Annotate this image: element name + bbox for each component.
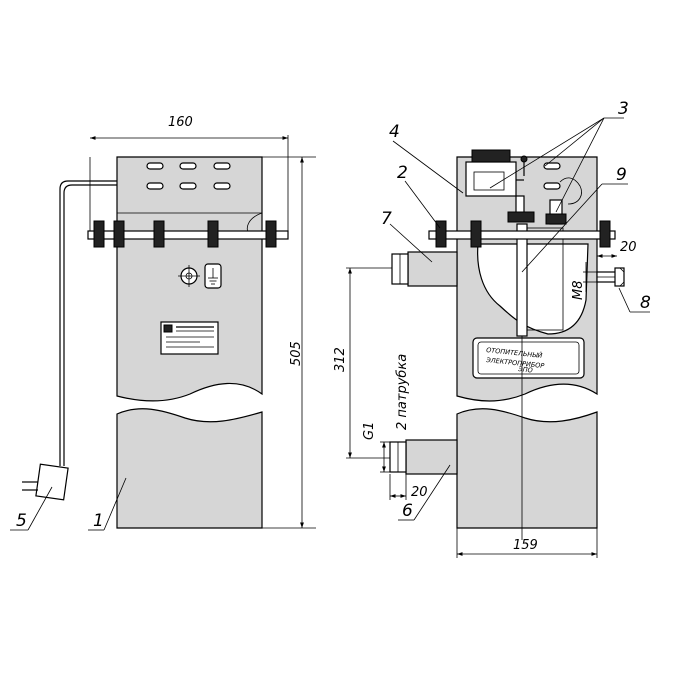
outlet-height-dimension-label: 312 xyxy=(333,347,348,372)
leader-8 xyxy=(618,287,631,313)
power-cable xyxy=(59,180,117,466)
thermostat xyxy=(465,149,528,197)
stub-length-label: 20 xyxy=(411,485,428,500)
section-flange xyxy=(428,230,616,240)
nameplate-line3: ЭПО xyxy=(517,365,533,375)
ground-terminal xyxy=(178,263,222,289)
callout-9: 9 xyxy=(616,165,627,185)
leader-6 xyxy=(413,464,451,521)
section-view: ОТОПИТЕЛЬНЫЙ ЭЛЕКТРОПРИБОР ЭПО 312 G1 2 … xyxy=(333,99,651,558)
side-stub-label: 20 xyxy=(620,240,637,255)
depth-dimension-label: 159 xyxy=(513,538,538,553)
leader-7 xyxy=(389,223,433,263)
callout-6: 6 xyxy=(402,501,413,521)
section-body-lower xyxy=(456,408,598,529)
front-view: 160 505 5 1 xyxy=(10,115,316,531)
height-dimension-label: 505 xyxy=(289,341,304,366)
callout-3: 3 xyxy=(618,99,629,119)
front-label xyxy=(160,321,219,355)
leader-1 xyxy=(103,477,127,531)
callout-7: 7 xyxy=(381,209,392,229)
width-dimension-label: 160 xyxy=(168,115,193,130)
upper-outlet-stub xyxy=(391,251,458,287)
leader-3a xyxy=(489,117,605,189)
leader-3c xyxy=(555,117,605,213)
nameplate: ОТОПИТЕЛЬНЫЙ ЭЛЕКТРОПРИБОР ЭПО xyxy=(472,337,585,379)
hanging-slots xyxy=(146,162,231,190)
leader-5 xyxy=(27,486,53,531)
side-bolt-m8 xyxy=(596,267,625,287)
power-plug xyxy=(22,463,69,501)
flange-bolts xyxy=(93,220,277,248)
lower-outlet-stub xyxy=(389,439,458,475)
callout-2: 2 xyxy=(397,163,408,183)
callout-4: 4 xyxy=(389,122,400,142)
leader-4 xyxy=(392,140,464,194)
m8-label: M8 xyxy=(571,281,586,301)
callout-1: 1 xyxy=(93,511,104,531)
leader-3b xyxy=(544,117,605,167)
thread-label: G1 xyxy=(362,422,377,440)
front-body-lower xyxy=(116,408,263,529)
mounting-flange xyxy=(87,230,289,240)
leader-2 xyxy=(404,180,441,229)
callout-8: 8 xyxy=(640,293,651,313)
outlet-count-label: 2 патрубка xyxy=(395,354,410,430)
leader-9 xyxy=(521,183,603,273)
callout-5: 5 xyxy=(16,511,27,531)
section-flange-bolts xyxy=(435,220,611,248)
